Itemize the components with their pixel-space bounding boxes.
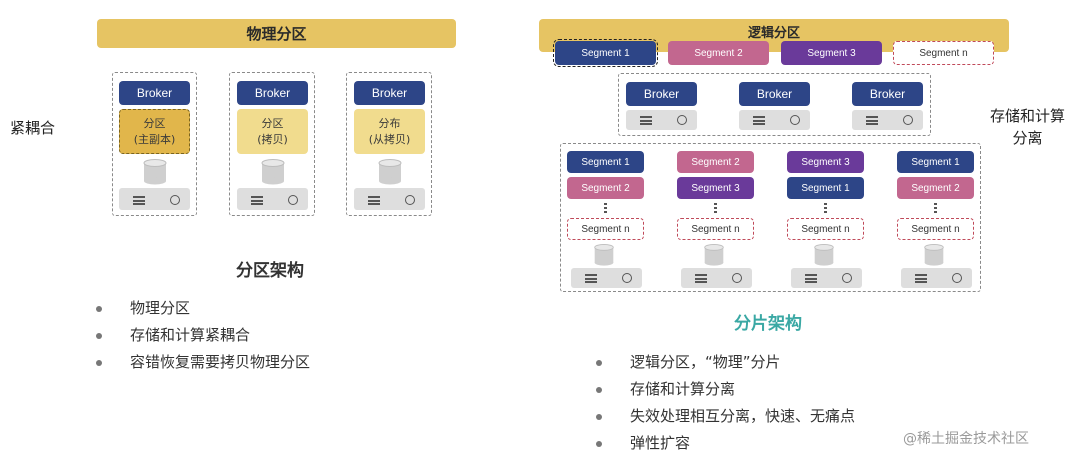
bullet-item: 容错恢复需要拷贝物理分区	[96, 349, 310, 376]
server-icon	[119, 188, 190, 210]
partition-secondary-copy: 分布 (从拷贝)	[354, 109, 425, 154]
partition-architecture-heading: 分区架构	[236, 261, 304, 281]
segment-slot: Segment 2	[677, 151, 754, 173]
server-icon	[571, 268, 642, 288]
partition-primary: 分区 (主副本)	[119, 109, 190, 154]
bullet-item: 存储和计算分离	[596, 376, 855, 403]
compute-layer: Broker Broker Broker	[618, 73, 931, 136]
physical-partition-title: 物理分区	[246, 25, 307, 43]
broker-node-3: Broker 分布 (从拷贝)	[346, 72, 432, 216]
partition-copy: 分区 (拷贝)	[237, 109, 308, 154]
partition-line2: (主副本)	[133, 132, 176, 146]
broker-label: Broker	[354, 81, 425, 105]
server-icon	[901, 268, 972, 288]
segment-slot: Segment n	[677, 218, 754, 240]
disk-icon	[143, 159, 167, 185]
segment-slot: Segment 2	[567, 177, 644, 199]
disk-icon	[924, 244, 944, 266]
physical-partition-title-bar: 物理分区	[97, 19, 456, 48]
broker-node-1: Broker 分区 (主副本)	[112, 72, 197, 216]
segment-slot: Segment 1	[897, 151, 974, 173]
bullet-item: 物理分区	[96, 295, 310, 322]
logical-partition-title: 逻辑分区	[747, 26, 800, 41]
broker-node-2: Broker 分区 (拷贝)	[229, 72, 315, 216]
segment-architecture-bullets: 逻辑分区，“物理”分片 存储和计算分离 失效处理相互分离，快速、无痛点 弹性扩容	[596, 349, 855, 457]
ellipsis-icon	[934, 203, 937, 215]
server-icon	[852, 110, 923, 130]
segment-slot: Segment 1	[787, 177, 864, 199]
partition-line1: 分区	[261, 116, 284, 130]
label-line1: 存储和计算	[989, 107, 1065, 125]
disk-icon	[594, 244, 614, 266]
partition-architecture-bullets: 物理分区 存储和计算紧耦合 容错恢复需要拷贝物理分区	[96, 295, 310, 376]
tight-coupling-label: 紧耦合	[10, 119, 56, 137]
storage-layer: Segment 1 Segment 2 Segment n Segment 2 …	[560, 143, 981, 292]
label-line2: 分离	[1012, 129, 1043, 147]
segment-slot: Segment n	[897, 218, 974, 240]
disk-icon	[814, 244, 834, 266]
segment-slot: Segment 2	[897, 177, 974, 199]
bullet-item: 逻辑分区，“物理”分片	[596, 349, 855, 376]
partition-line1: 分区	[143, 116, 166, 130]
broker-label: Broker	[626, 82, 697, 106]
top-segment-n: Segment n	[893, 41, 994, 65]
ellipsis-icon	[604, 203, 607, 215]
bullet-item: 存储和计算紧耦合	[96, 322, 310, 349]
segment-slot: Segment n	[567, 218, 644, 240]
partition-line1: 分布	[378, 116, 401, 130]
partition-line2: (拷贝)	[257, 132, 288, 146]
segment-slot: Segment 1	[567, 151, 644, 173]
bullet-item: 失效处理相互分离，快速、无痛点	[596, 403, 855, 430]
storage-compute-separation-label: 存储和计算 分离	[980, 105, 1075, 149]
bookie-node-4: Segment 1 Segment 2 Segment n	[895, 148, 976, 289]
bookie-node-2: Segment 2 Segment 3 Segment n	[675, 148, 756, 289]
broker-label: Broker	[237, 81, 308, 105]
top-segment-3: Segment 3	[781, 41, 882, 65]
broker-label: Broker	[119, 81, 190, 105]
bookie-node-3: Segment 3 Segment 1 Segment n	[785, 148, 866, 289]
server-icon	[791, 268, 862, 288]
server-icon	[237, 188, 308, 210]
broker-label: Broker	[739, 82, 810, 106]
ellipsis-icon	[824, 203, 827, 215]
broker-label: Broker	[852, 82, 923, 106]
top-segment-1: Segment 1	[553, 39, 658, 67]
bullet-item: 弹性扩容	[596, 430, 855, 457]
segment-architecture-heading: 分片架构	[734, 314, 802, 334]
server-icon	[681, 268, 752, 288]
server-icon	[354, 188, 425, 210]
partition-line2: (从拷贝)	[368, 132, 411, 146]
ellipsis-icon	[714, 203, 717, 215]
disk-icon	[704, 244, 724, 266]
segment-slot: Segment n	[787, 218, 864, 240]
server-icon	[626, 110, 697, 130]
watermark: @稀土掘金技术社区	[903, 431, 1029, 447]
top-segment-2: Segment 2	[668, 41, 769, 65]
server-icon	[739, 110, 810, 130]
segment-slot: Segment 3	[787, 151, 864, 173]
disk-icon	[378, 159, 402, 185]
bookie-node-1: Segment 1 Segment 2 Segment n	[565, 148, 646, 289]
segment-slot: Segment 3	[677, 177, 754, 199]
disk-icon	[261, 159, 285, 185]
